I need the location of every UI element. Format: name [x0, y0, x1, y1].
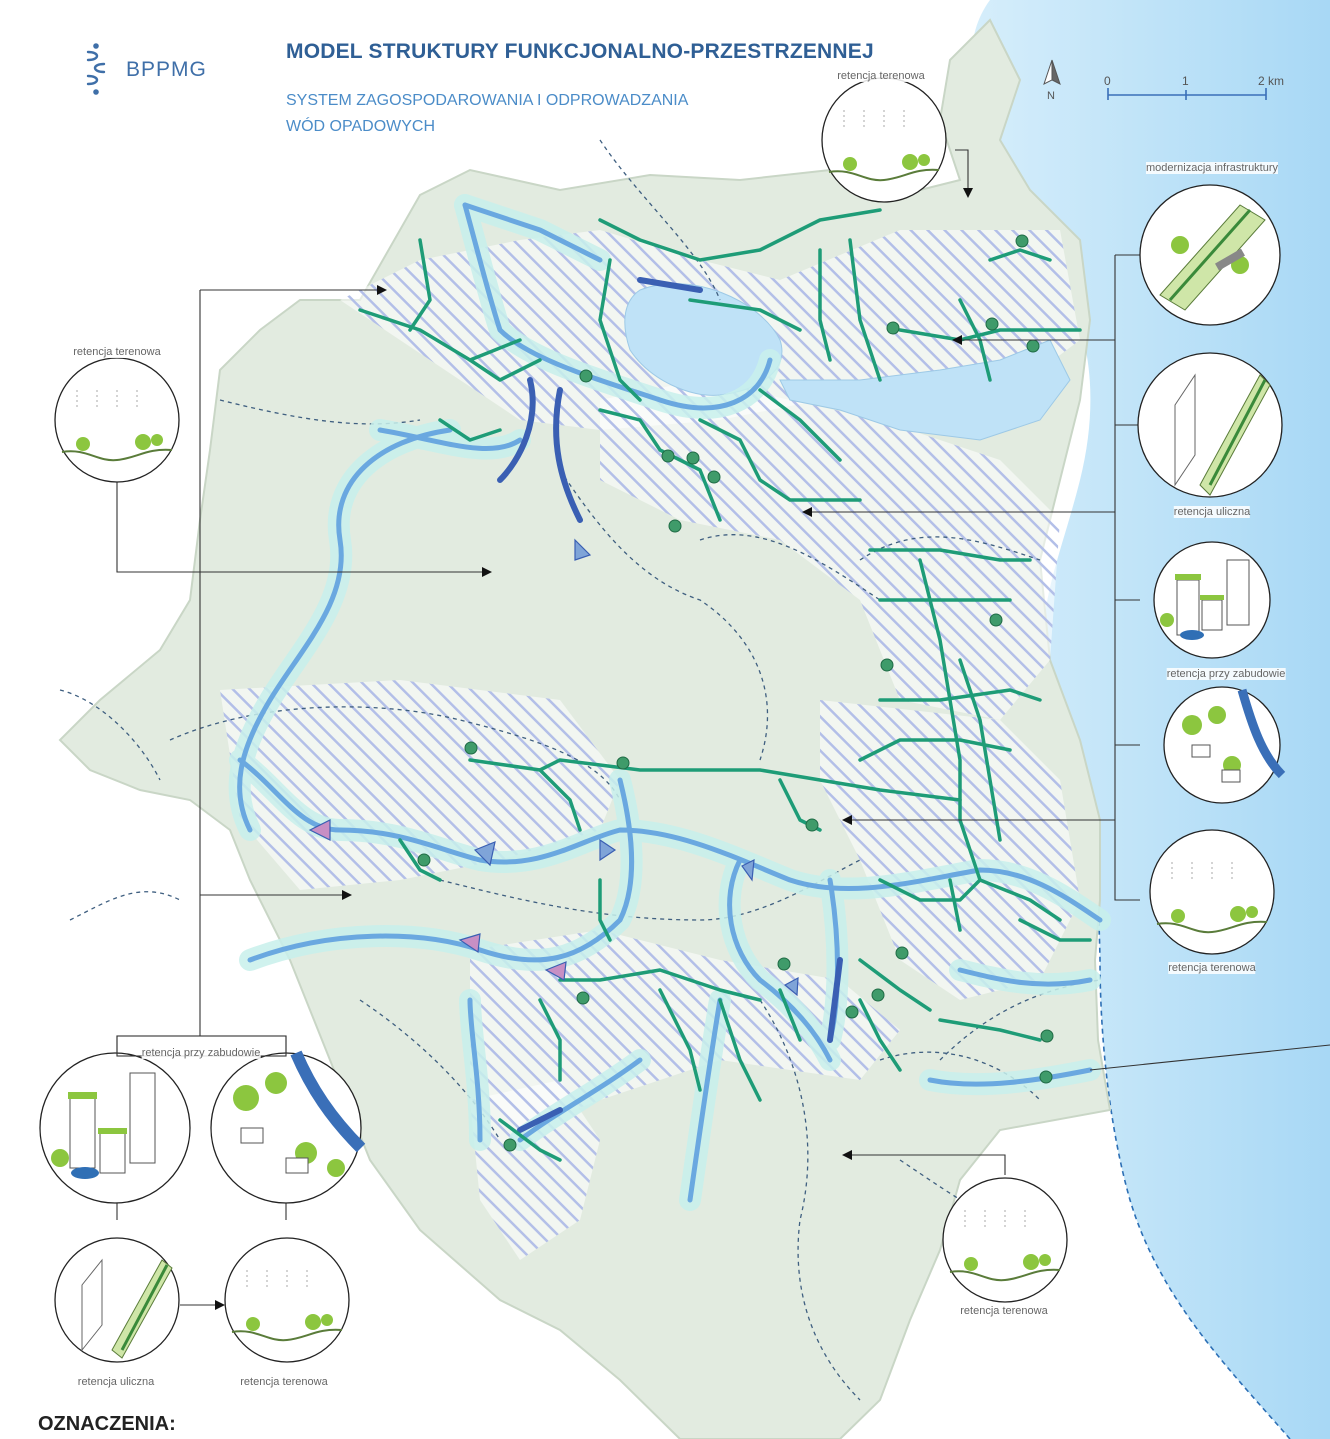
scale-bar [1107, 88, 1267, 100]
building-retention-icon[interactable] [39, 1052, 191, 1204]
callout-label-left: retencja terenowa [73, 346, 161, 358]
martwa-wisla [779, 339, 1071, 441]
callout-label-right-terrain: retencja terenowa [1168, 962, 1256, 974]
infrastructure-modernization-icon[interactable] [1139, 184, 1281, 326]
scale-label-0: 0 [1104, 74, 1111, 88]
drainage-network [358, 208, 1092, 1162]
callout-label-bottom-left-street: retencja uliczna [77, 1376, 155, 1388]
legend-title: OZNACZENIA: [38, 1413, 176, 1435]
callout-label-right-modernization: modernizacja infrastruktury [1145, 162, 1279, 174]
bppmg-logo-icon [86, 43, 106, 95]
callout-arrowheads [215, 188, 973, 1310]
terrain-retention-icon[interactable] [942, 1177, 1068, 1303]
building-retention-icon[interactable] [1163, 686, 1286, 804]
callout-label-right-building: retencja przy zabudowie [1166, 668, 1286, 680]
logo-text: BPPMG [126, 58, 207, 81]
map-subtitle-line-2: WÓD OPADOWYCH [286, 118, 436, 135]
building-retention-icon[interactable] [210, 1050, 366, 1204]
canals [497, 277, 843, 1133]
terrain-retention-icon[interactable] [54, 357, 180, 483]
scale-label-1: 1 [1182, 74, 1189, 88]
retention-points [417, 234, 1054, 1152]
terrain-retention-icon[interactable] [1149, 829, 1275, 955]
map-subtitle: SYSTEM ZAGOSPODAROWANIA I ODPROWADZANIA … [286, 88, 806, 140]
logo: BPPMG [78, 42, 207, 98]
callout-label-bottom-left-group: retencja przy zabudowie [141, 1047, 261, 1059]
north-arrow-icon [1043, 59, 1061, 85]
retention-reservoirs [308, 538, 799, 997]
terrain-retention-icon[interactable] [224, 1237, 350, 1363]
callout-label-top-center: retencja terenowa [837, 70, 925, 82]
map-title: MODEL STRUKTURY FUNKCJONALNO-PRZESTRZENN… [286, 40, 874, 63]
street-retention-icon[interactable] [54, 1237, 180, 1363]
street-retention-icon[interactable] [1137, 352, 1283, 498]
building-retention-icon[interactable] [1153, 541, 1271, 659]
north-label: N [1047, 90, 1055, 102]
map-subtitle-line-1: SYSTEM ZAGOSPODAROWANIA I ODPROWADZANIA [286, 92, 689, 109]
callout-illustrations [39, 77, 1286, 1363]
scale-label-2km: 2 km [1258, 74, 1285, 88]
callout-label-bottom-left-terrain: retencja terenowa [240, 1376, 328, 1388]
callout-label-bottom-right: retencja terenowa [960, 1305, 1048, 1317]
callout-label-right-street: retencja uliczna [1173, 506, 1251, 518]
terrain-retention-icon[interactable] [821, 77, 947, 203]
